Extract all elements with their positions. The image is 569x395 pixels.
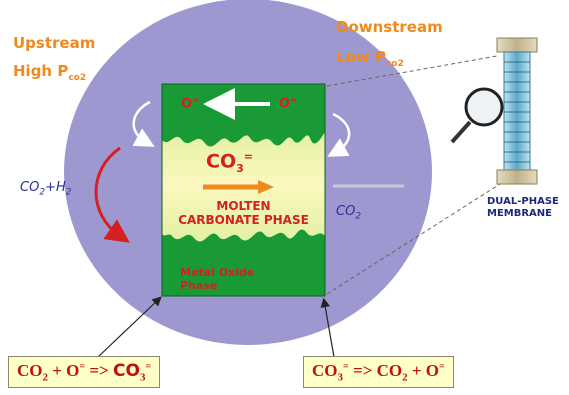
oxide-ion-left: O= — [181, 95, 199, 112]
permeate-gas-label: CO2 — [336, 204, 362, 222]
left-reaction-equation: CO2 + O= => CO3= — [8, 356, 161, 389]
downstream-label: Downstream — [336, 18, 443, 36]
right-equation-pointer — [320, 297, 335, 358]
zoom-line-bottom — [326, 183, 501, 295]
magnifier-icon — [450, 87, 504, 144]
left-equation-pointer — [97, 296, 162, 358]
downstream-pressure-label: Low Pco2 — [336, 48, 404, 69]
left-ion-curve-arrow — [132, 100, 155, 147]
upper-oxide-fingers — [162, 84, 325, 147]
right-reaction-equation: CO3= => CO2 + O= — [303, 356, 454, 389]
membrane-tube-icon — [496, 37, 538, 185]
carbonate-arrow-head — [258, 180, 274, 194]
lower-oxide-fingers — [162, 229, 325, 296]
upstream-pressure-label: High Pco2 — [13, 62, 87, 83]
upstream-label: Upstream — [13, 34, 96, 52]
membrane-caption: DUAL-PHASE MEMBRANE — [487, 196, 559, 219]
oxide-ion-right: O= — [279, 95, 297, 112]
feed-gas-curve-arrow — [94, 146, 130, 243]
membrane-block — [161, 83, 326, 297]
oxide-phase-label: Metal Oxide Phase — [180, 266, 255, 292]
feed-gas-label: CO2+H2 — [20, 180, 72, 198]
carbonate-ion-label: CO3= — [206, 150, 253, 176]
right-ion-curve-arrow — [327, 112, 351, 157]
zoom-line-top — [326, 55, 498, 87]
molten-phase-label: MOLTEN CARBONATE PHASE — [178, 199, 309, 227]
